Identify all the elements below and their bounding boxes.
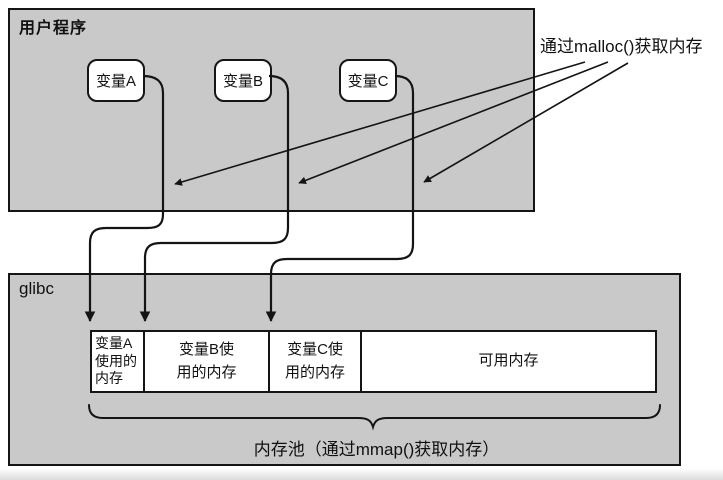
memory-pool-note: 内存池（通过mmap()获取内存） xyxy=(253,440,500,459)
memory-segment-variable-c: 变量C使 用的内存 xyxy=(268,330,362,393)
memory-bar: 变量A 使用的 内存 变量B使 用的内存 变量C使 用的内存 可用内存 xyxy=(90,330,657,393)
glibc-box: glibc 变量A 使用的 内存 变量B使 用的内存 变量C使 用的内存 可用内… xyxy=(8,273,681,466)
user-program-label: 用户程序 xyxy=(19,20,88,37)
user-program-box: 用户程序 变量A 变量B 变量C xyxy=(8,8,535,212)
variable-c-box: 变量C xyxy=(339,59,397,102)
malloc-note: 通过malloc()获取内存 xyxy=(540,37,703,56)
variable-c-label: 变量C xyxy=(347,73,389,90)
variable-a-box: 变量A xyxy=(87,59,145,102)
variable-b-label: 变量B xyxy=(222,73,263,90)
page-bottom-shadow xyxy=(0,468,723,480)
glibc-label: glibc xyxy=(19,279,54,298)
variable-a-label: 变量A xyxy=(95,73,136,90)
memory-segment-variable-b: 变量B使 用的内存 xyxy=(143,330,270,393)
variable-b-box: 变量B xyxy=(214,59,272,102)
memory-segment-variable-a: 变量A 使用的 内存 xyxy=(90,330,145,393)
memory-segment-free: 可用内存 xyxy=(360,330,657,393)
